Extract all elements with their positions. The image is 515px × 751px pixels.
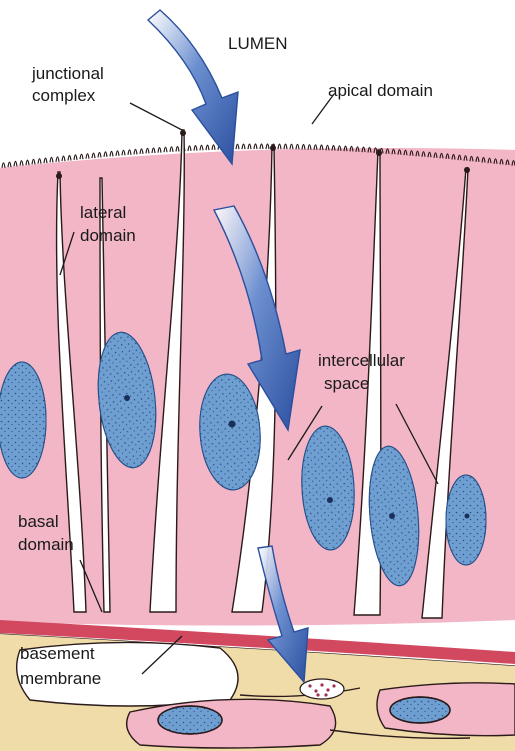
flow-arrow — [148, 10, 238, 164]
connective-nucleus — [390, 697, 450, 723]
junction-dot — [464, 167, 470, 173]
label-basal-domain-2: domain — [18, 535, 74, 554]
label-intercellular-space-2: space — [324, 374, 369, 393]
label-lateral-domain-1: lateral — [80, 203, 126, 222]
label-lumen: LUMEN — [228, 34, 288, 53]
junction-dot — [376, 150, 382, 156]
nucleus — [0, 362, 46, 478]
junction-dot — [270, 145, 276, 151]
nucleolus — [465, 514, 470, 519]
label-junctional-complex-1: junctional — [31, 64, 104, 83]
label-basal-domain-1: basal — [18, 512, 59, 531]
nucleolus — [327, 497, 333, 503]
junction-dot — [180, 130, 186, 136]
junction-dot — [56, 173, 62, 179]
label-basement-membrane-2: membrane — [20, 669, 101, 688]
label-junctional-complex-2: complex — [32, 86, 96, 105]
pink-connective-cell — [127, 699, 336, 748]
label-apical-domain: apical domain — [328, 81, 433, 100]
label-intercellular-space-1: intercellular — [318, 351, 405, 370]
nucleolus — [229, 421, 236, 428]
connective-nucleus — [158, 706, 222, 734]
nucleolus — [389, 513, 395, 519]
capillary — [300, 679, 344, 699]
nucleolus — [124, 395, 130, 401]
leader-line — [130, 103, 182, 130]
nucleus — [446, 475, 486, 565]
label-basement-membrane-1: basement — [20, 644, 95, 663]
label-lateral-domain-2: domain — [80, 226, 136, 245]
